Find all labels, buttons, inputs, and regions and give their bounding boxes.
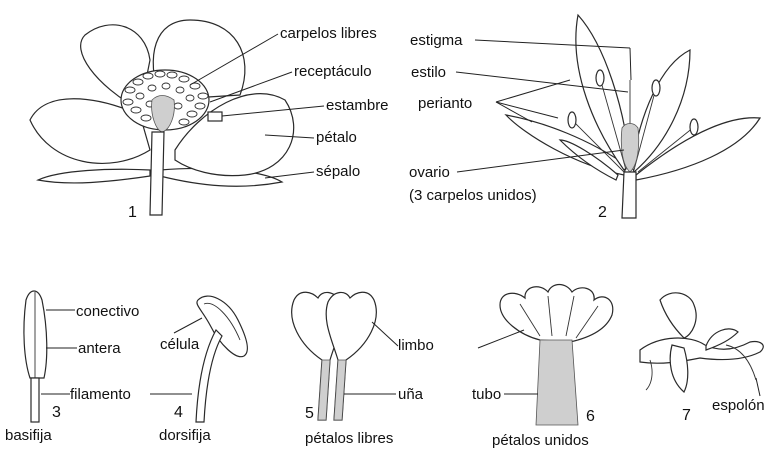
caption-dorsifija: dorsifija xyxy=(159,427,211,444)
label-ovario-note: (3 carpelos unidos) xyxy=(409,187,537,204)
figure-number-2: 2 xyxy=(598,204,607,221)
figure-4-dorsifixed: célula 4 dorsifija xyxy=(159,296,247,444)
figure-number-3: 3 xyxy=(52,404,61,421)
figure-number-7: 7 xyxy=(682,407,691,424)
label-antera: antera xyxy=(78,340,121,357)
caption-petalos-libres: pétalos libres xyxy=(305,430,393,447)
label-limbo: limbo xyxy=(398,337,434,354)
label-filamento: filamento xyxy=(70,386,131,403)
label-celula: célula xyxy=(160,336,200,353)
figure-number-6: 6 xyxy=(586,408,595,425)
figure-7-spurred-flower: espolón 7 xyxy=(640,293,765,424)
caption-petalos-unidos: pétalos unidos xyxy=(492,432,589,449)
label-sepalo: sépalo xyxy=(316,163,360,180)
label-petalo: pétalo xyxy=(316,129,357,146)
figure-2-flower: estigma estilo perianto ovario (3 carpel… xyxy=(409,15,760,221)
figure-6-united-petals: tubo 6 pétalos unidos xyxy=(472,285,613,450)
figure-number-1: 1 xyxy=(128,204,137,221)
label-conectivo: conectivo xyxy=(76,303,139,320)
label-estilo: estilo xyxy=(411,64,446,81)
sepal-left xyxy=(38,169,150,183)
stem-2 xyxy=(622,172,636,218)
label-estambre: estambre xyxy=(326,97,389,114)
label-carpelos-libres: carpelos libres xyxy=(280,25,377,42)
label-una: uña xyxy=(398,386,424,403)
label-estigma: estigma xyxy=(410,32,463,49)
stem-1 xyxy=(150,132,164,215)
label-ovario: ovario xyxy=(409,164,450,181)
caption-basifija: basifija xyxy=(5,427,52,444)
figure-number-4: 4 xyxy=(174,404,183,421)
figure-5-free-petals: limbo uña 5 pétalos libres xyxy=(292,292,434,447)
label-espolon: espolón xyxy=(712,397,765,414)
figure-1-flower: carpelos libres receptáculo estambre pét… xyxy=(30,20,389,221)
label-receptaculo: receptáculo xyxy=(294,63,372,80)
label-tubo: tubo xyxy=(472,386,501,403)
label-perianto: perianto xyxy=(418,95,472,112)
figure-3-basifixed: conectivo antera 3 basifija xyxy=(5,291,139,444)
figure-number-5: 5 xyxy=(305,405,314,422)
